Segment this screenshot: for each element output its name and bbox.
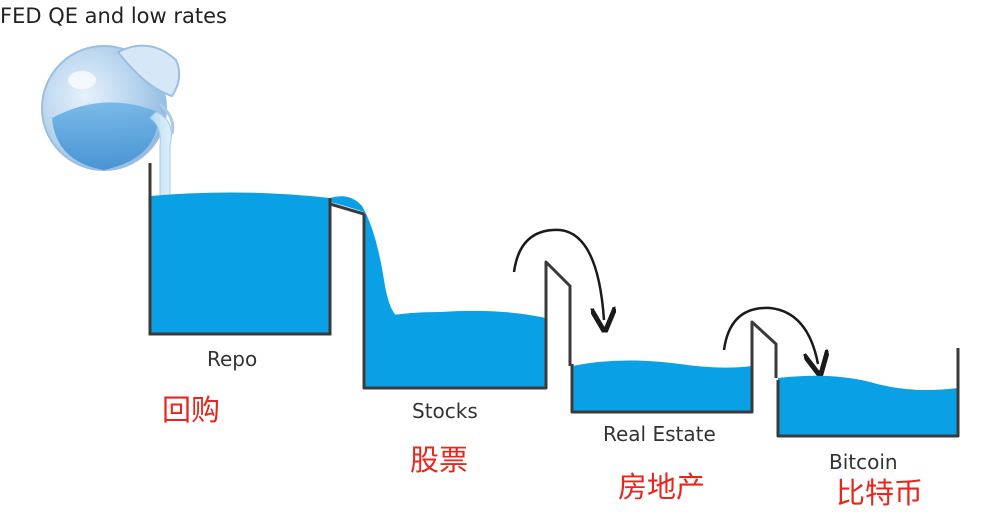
- diagram-title: FED QE and low rates: [0, 4, 227, 28]
- tank-bitcoin: [776, 348, 960, 438]
- tank-chinese-bitcoin: 比特币: [836, 476, 924, 510]
- curved-arrow-icon: [512, 228, 604, 320]
- tank-repo: [148, 163, 332, 336]
- tank-stocks: [328, 198, 572, 390]
- curved-arrow-icon: [722, 306, 818, 364]
- tank-label-bitcoin: Bitcoin: [829, 450, 898, 474]
- tank-label-real-estate: Real Estate: [603, 422, 716, 446]
- tank-chinese-repo: 回购: [162, 393, 221, 427]
- tank-chinese-stocks: 股票: [410, 443, 469, 477]
- tank-label-stocks: Stocks: [412, 399, 478, 423]
- tank-label-repo: Repo: [207, 347, 258, 371]
- tank-chinese-real-estate: 房地产: [618, 470, 706, 504]
- tank-real-estate: [570, 320, 778, 414]
- pitcher-icon: [41, 44, 181, 171]
- overflow-repo-stocks: [330, 196, 402, 322]
